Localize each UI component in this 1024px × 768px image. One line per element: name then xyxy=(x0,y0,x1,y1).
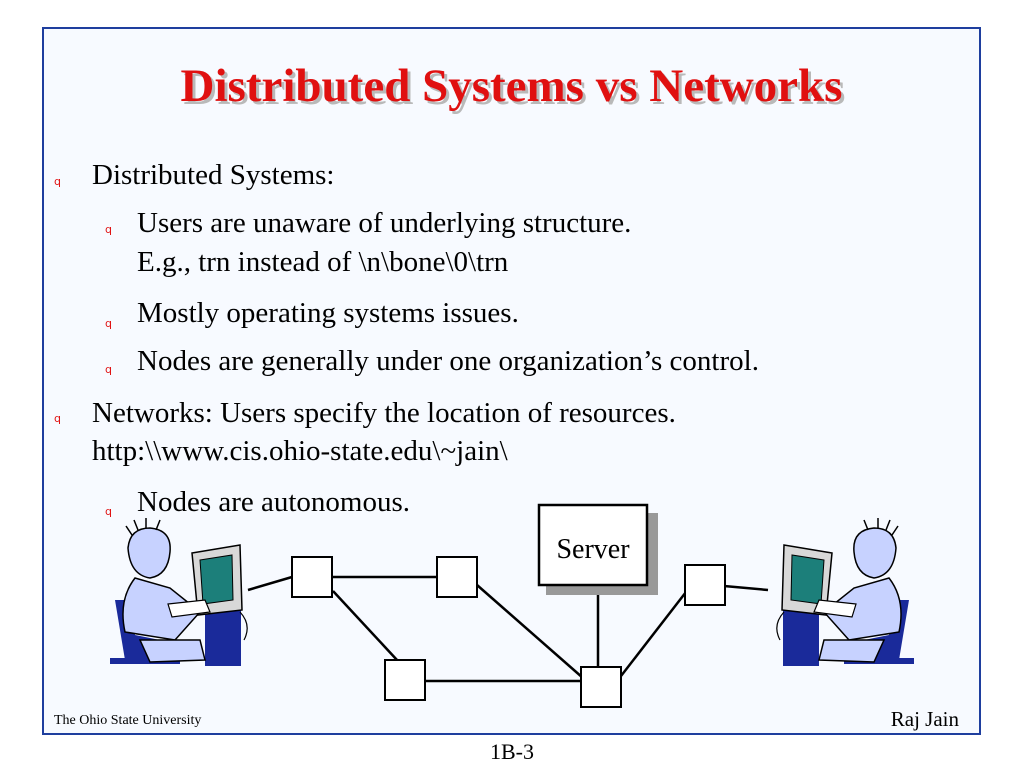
slide-title: Distributed Systems vs Networks xyxy=(180,60,843,112)
bullet-one-organization: Nodes are generally under one organizati… xyxy=(137,345,759,377)
router-node xyxy=(291,556,333,598)
person-body-icon xyxy=(122,577,202,641)
right-user-illustration xyxy=(776,518,914,666)
bullet-example-path: E.g., trn instead of \n\bone\0\trn xyxy=(137,246,509,278)
bullet-marker: q xyxy=(54,175,61,188)
monitor-screen xyxy=(790,554,825,605)
bullet-marker: q xyxy=(54,412,61,425)
bullet-marker: q xyxy=(105,363,112,376)
left-user-illustration xyxy=(110,518,248,666)
server-label: Server xyxy=(556,534,630,565)
bullet-url: http:\\www.cis.ohio-state.edu\~jain\ xyxy=(92,435,508,467)
router-node xyxy=(580,666,622,708)
keyboard-icon xyxy=(167,599,211,618)
bullet-marker: q xyxy=(105,317,112,330)
server-node: Server xyxy=(537,503,658,595)
footer-author: Raj Jain xyxy=(890,707,959,731)
bullet-marker: q xyxy=(105,223,112,236)
page-number: 1B-3 xyxy=(490,739,534,764)
keyboard-icon xyxy=(813,599,857,618)
slide-frame: Distributed Systems vs Networks q Distri… xyxy=(42,27,981,735)
bullet-os-issues: Mostly operating systems issues. xyxy=(137,297,519,329)
router-node xyxy=(436,556,478,598)
bullet-distributed-systems: Distributed Systems: xyxy=(92,159,335,191)
monitor-screen xyxy=(199,554,234,605)
router-node xyxy=(684,564,726,606)
bullet-networks: Networks: Users specify the location of … xyxy=(92,397,676,429)
router-node xyxy=(384,659,426,701)
person-head-icon xyxy=(127,527,171,579)
footer-university: The Ohio State University xyxy=(54,713,202,728)
bullet-users-unaware: Users are unaware of underlying structur… xyxy=(137,207,632,239)
bullet-autonomous: Nodes are autonomous. xyxy=(137,486,411,518)
person-body-icon xyxy=(822,577,902,641)
person-head-icon xyxy=(853,527,897,579)
network-links xyxy=(247,575,769,683)
bullet-marker: q xyxy=(105,505,112,518)
server-box xyxy=(537,503,649,587)
